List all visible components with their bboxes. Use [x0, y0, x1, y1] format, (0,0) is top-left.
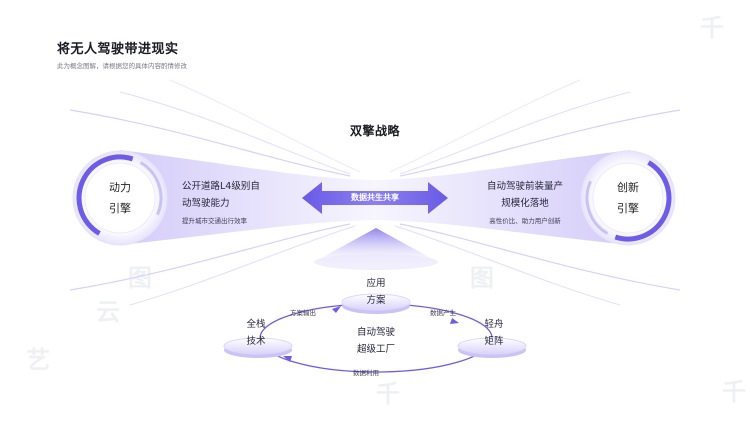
watermark-7: 千 [722, 378, 746, 406]
slide-subtitle: 此为概念图解，请根据您的具体内容酌情修改 [57, 62, 187, 70]
watermark-1: 千 [700, 14, 724, 42]
left-desc-line1: 公开道路L4级别自 [182, 181, 260, 192]
edge-label-utilize: 数据利用 [353, 369, 379, 377]
left-engine-label: 动力 引擎 [90, 177, 150, 219]
cycle-center-line1: 自动驾驶 [356, 327, 395, 338]
watermark-5: 千 [376, 380, 400, 408]
strategy-title: 双擎战略 [349, 124, 400, 138]
left-engine-line2: 引擎 [109, 202, 131, 215]
top-node-line2: 方案 [366, 295, 386, 306]
left-engine-line1: 动力 [109, 181, 131, 194]
cycle-center-label: 自动驾驶 超级工厂 [336, 324, 416, 358]
left-node-line2: 技术 [246, 336, 266, 347]
left-engine-description: 公开道路L4级别自 动驾驶能力 提升城市交通出行效率 [182, 178, 292, 225]
left-desc-small: 提升城市交通出行效率 [182, 217, 247, 225]
left-node-label: 全栈 技术 [226, 316, 286, 350]
top-node-label: 应用 方案 [346, 275, 406, 309]
right-desc-small: 高性价比、助力用户创新 [489, 217, 561, 225]
watermark-4: 艺 [26, 346, 50, 374]
edge-label-output: 方案输出 [290, 309, 316, 317]
watermark-3: 云 [96, 298, 120, 326]
right-engine-description: 自动驾驶前装量产 规模化落地 高性价比、助力用户创新 [470, 178, 580, 225]
slide-title: 将无人驾驶带进现实 [57, 42, 179, 57]
watermark-6: 图 [470, 264, 494, 292]
edge-label-generate: 数据产生 [430, 309, 456, 317]
right-engine-line1: 创新 [617, 181, 639, 194]
right-node-label: 轻舟 矩阵 [464, 316, 524, 350]
top-node-line1: 应用 [366, 278, 386, 289]
left-node-line1: 全栈 [246, 319, 266, 330]
right-engine-line2: 引擎 [617, 202, 639, 215]
left-desc-line2: 动驾驶能力 [182, 198, 230, 209]
right-desc-line1: 自动驾驶前装量产 [486, 181, 563, 192]
right-node-line2: 矩阵 [484, 336, 504, 347]
cycle-center-line2: 超级工厂 [356, 344, 395, 355]
right-engine-label: 创新 引擎 [598, 177, 658, 219]
right-node-line1: 轻舟 [484, 319, 504, 330]
right-desc-line2: 规模化落地 [501, 198, 549, 209]
data-sharing-label: 数据共生共享 [351, 193, 399, 202]
